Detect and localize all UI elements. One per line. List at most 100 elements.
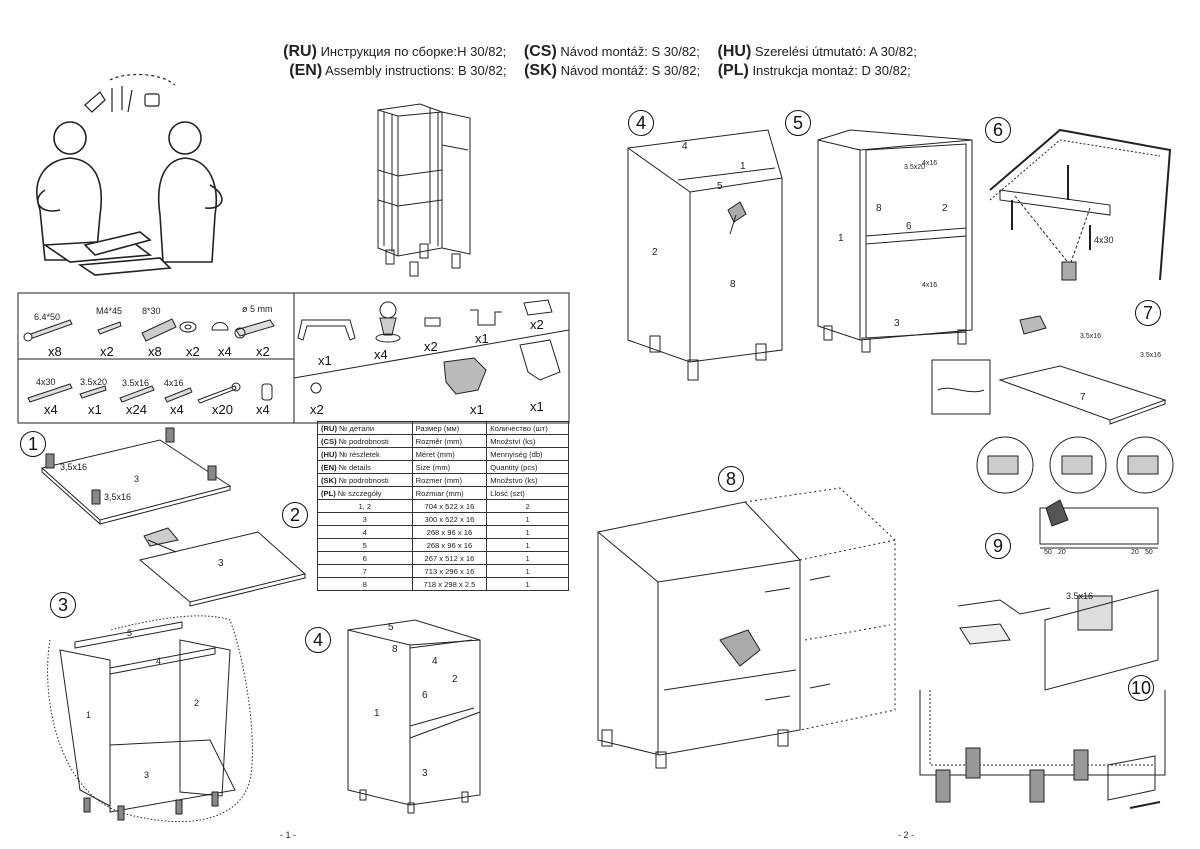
step9-drawing: [1039, 499, 1159, 549]
table-cell: 1: [486, 538, 569, 552]
step5-screw-label-c: 4x16: [922, 282, 938, 289]
table-row: (HU) № részletek Méret (mm) Mennyiség (d…: [317, 447, 569, 461]
title-sk: Návod montáž: S 30/82;: [560, 63, 701, 78]
hw-qty-1: x8: [48, 344, 62, 359]
step4a-label-3: 3: [422, 768, 428, 779]
step4a-label-4: 4: [432, 656, 438, 667]
table-cell: 300 x 522 x 16: [411, 512, 488, 526]
step1-screw-label-b: 3,5x16: [104, 492, 132, 502]
step4a-label-2: 2: [452, 674, 458, 685]
hw-size-10: 4x16: [164, 378, 184, 388]
hw-size-8: 3.5x20: [80, 377, 108, 387]
hw-qty-9: x24: [126, 402, 147, 417]
table-cell: 268 x 96 x 16: [411, 525, 488, 539]
table-cell: 6: [317, 551, 413, 565]
table-cell: (SK): [321, 475, 337, 485]
step-number-7: 7: [1135, 300, 1161, 326]
hw-size-1: 6.4*50: [34, 312, 61, 322]
page-number-right: - 2 -: [898, 830, 915, 840]
hw-qty-mount: x1: [530, 399, 544, 414]
hw-qty-hook: x1: [475, 331, 489, 346]
table-cell: 268 x 96 x 16: [411, 538, 488, 552]
lang-code-en: (EN): [289, 62, 323, 79]
step4b-label-1: 1: [740, 161, 746, 172]
step-number-1: 1: [20, 431, 46, 457]
table-cell: (EN): [321, 462, 337, 472]
lang-code-ru: (RU): [283, 43, 317, 60]
table-cell: Llość (szt): [486, 486, 569, 500]
step3-label-4: 4: [156, 656, 162, 666]
parts-table: (RU) № детали Размер (мм) Количество (шт…: [317, 421, 569, 591]
step2-panel-label: 3: [218, 558, 224, 569]
step7-drawing: [931, 315, 1167, 425]
table-cell: (HU): [321, 449, 338, 459]
step4b-label-5: 5: [717, 181, 723, 192]
step6-drawing: [989, 128, 1172, 281]
step1-screw-label-a: 3,5x16: [60, 462, 88, 472]
table-cell: 5: [317, 538, 413, 552]
step4a-label-6: 6: [422, 690, 428, 701]
step4b-label-2: 2: [652, 247, 658, 258]
step6-screw-label: 4x30: [1094, 235, 1114, 245]
table-cell: Rozmiar (mm): [411, 486, 488, 500]
step-number-4: 4: [628, 110, 654, 136]
step-number-5: 5: [785, 110, 811, 136]
hw-qty-8: x1: [88, 402, 102, 417]
hw-qty-12: x4: [256, 402, 270, 417]
hw-qty-plate: x2: [530, 317, 544, 332]
table-cell: Quantity (pcs): [486, 460, 569, 474]
hw-qty-7: x4: [44, 402, 58, 417]
table-cell: № детали: [339, 423, 375, 433]
hardware-box-right: [293, 292, 570, 424]
table-cell: 1: [486, 564, 569, 578]
title-en: Assembly instructions: B 30/82;: [325, 63, 507, 78]
title-hu: Szerelési útmutató: A 30/82;: [754, 44, 917, 59]
step9-dim-c: 20: [1131, 549, 1139, 556]
table-cell: Rozměr (mm): [411, 434, 488, 448]
table-row: (SK) № podrobnosti Rozmer (mm) Množstvo …: [317, 473, 569, 487]
hw-qty-10: x4: [170, 402, 184, 417]
step5-label-3: 3: [894, 318, 900, 329]
step5-label-1: 1: [838, 233, 844, 244]
title-pl: Instrukcja montaż: D 30/82;: [752, 63, 911, 78]
hw-qty-5: x4: [218, 344, 232, 359]
step-number-10: 10: [1128, 675, 1154, 701]
table-cell: Mennyiség (db): [486, 447, 569, 461]
lang-code-hu: (HU): [717, 43, 752, 60]
table-cell: Množství (ks): [486, 434, 569, 448]
step7-screw-label-b: 3.5x16: [1140, 352, 1162, 359]
title-block: (RU) Инструкция по сборке:H 30/82; (CS) …: [0, 42, 1200, 80]
lang-code-cs: (CS): [523, 43, 557, 60]
step-number-8: 8: [718, 466, 744, 492]
table-cell: (PL): [321, 488, 336, 498]
table-cell: 7: [317, 564, 413, 578]
step1-drawing: [40, 427, 232, 525]
hardware-right-icons: [297, 299, 561, 395]
table-cell: Množstvo (ks): [486, 473, 569, 487]
hw-size-6: ø 5 mm: [242, 304, 273, 314]
step5-label-2: 2: [942, 203, 948, 214]
table-row: (RU) № детали Размер (мм) Количество (шт…: [317, 421, 569, 435]
table-cell: № details: [338, 462, 371, 472]
hw-qty-cap: x2: [310, 402, 324, 417]
table-cell: (RU): [321, 423, 338, 433]
hw-qty-11: x20: [212, 402, 233, 417]
table-cell: 4: [317, 525, 413, 539]
hw-size-7: 4x30: [36, 377, 56, 387]
table-cell: Размер (мм): [411, 421, 488, 435]
step3-label-2: 2: [194, 698, 200, 708]
step5-label-8: 8: [876, 203, 882, 214]
table-cell: 3: [317, 512, 413, 526]
step9-dim-a: 50: [1044, 549, 1052, 556]
title-line-1: (RU) Инструкция по сборке:H 30/82; (CS) …: [0, 42, 1200, 61]
hardware-left-icons: [23, 318, 275, 404]
table-cell: 8: [317, 577, 413, 591]
step3-drawing: [47, 615, 253, 823]
lang-code-pl: (PL): [717, 62, 749, 79]
hw-qty-leg: x4: [374, 347, 388, 362]
tools-icon: [84, 73, 176, 113]
